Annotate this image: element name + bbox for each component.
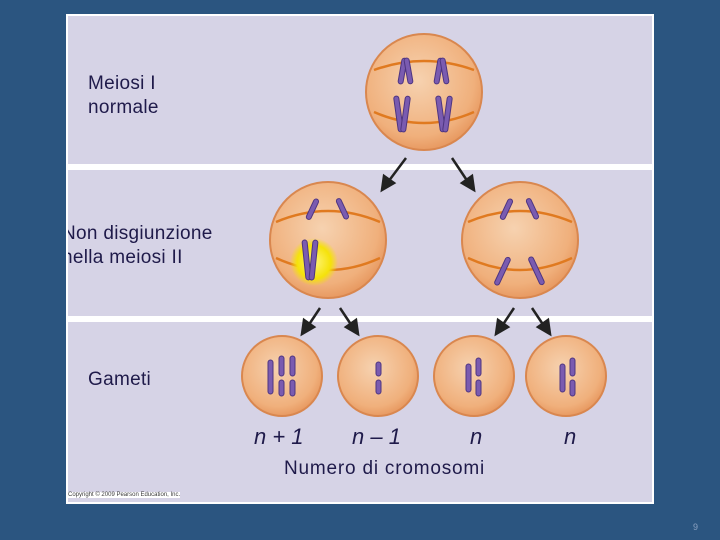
normal-meiosis-two-cell: [461, 181, 579, 299]
count-label-2: n – 1: [352, 424, 401, 449]
gamete-1: [241, 335, 323, 417]
slide-number: 9: [692, 522, 698, 532]
copyright-notice: Copyright © 2009 Pearson Education, Inc.: [68, 492, 181, 498]
arrows-meiosis-two: [300, 307, 552, 337]
row-divider-1: [68, 164, 652, 170]
gamete-2: [337, 335, 419, 417]
row-divider-2: [68, 316, 652, 322]
label-nondisjunction: Non disgiunzione nella meiosi II: [66, 223, 213, 268]
gamete-4: [525, 335, 607, 417]
count-label-4: n: [564, 424, 577, 449]
label-meiosis-one: Meiosi I normale: [88, 73, 159, 118]
arrows-meiosis-one: [380, 157, 476, 193]
count-label-1: n + 1: [254, 424, 304, 449]
nondisjunction-cell: [269, 181, 387, 299]
axis-label: Numero di cromosomi: [284, 458, 486, 479]
count-label-3: n: [470, 424, 483, 449]
gamete-3: [433, 335, 515, 417]
label-gametes: Gameti: [88, 369, 152, 390]
parent-cell: [365, 33, 483, 151]
